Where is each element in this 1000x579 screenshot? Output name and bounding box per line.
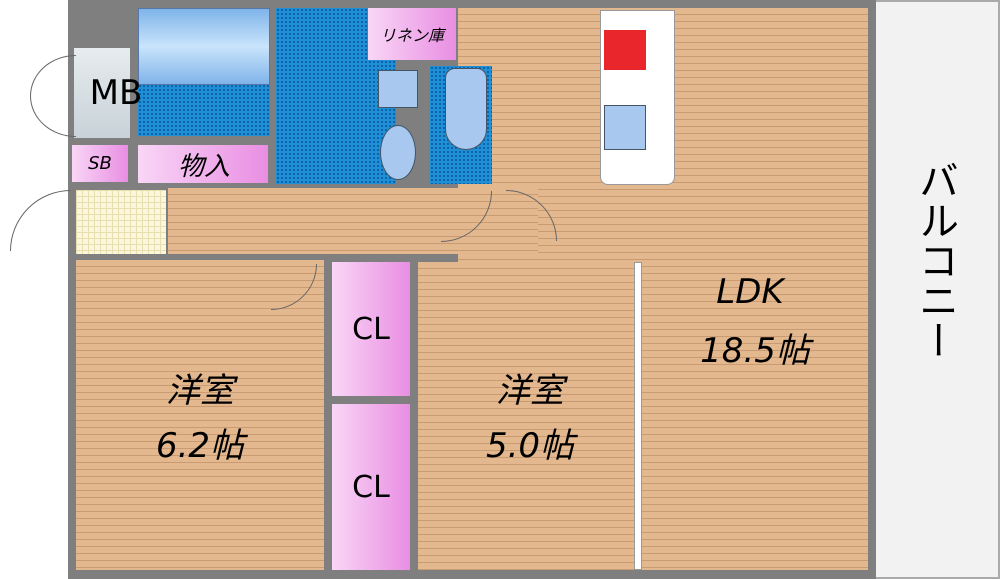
bedroom1-name: 洋室 — [166, 370, 234, 411]
sb — [72, 145, 128, 182]
bedroom1-size: 6.2帖 — [155, 425, 245, 466]
closet-2 — [332, 404, 410, 570]
closet-1-label: CL — [352, 311, 390, 347]
sink — [604, 105, 646, 150]
closet-2-label: CL — [352, 469, 390, 505]
bedroom1-floor — [76, 260, 324, 570]
storage — [138, 145, 268, 183]
bedroom2-name: 洋室 — [496, 370, 564, 411]
linen-closet — [368, 8, 456, 60]
meter-box — [74, 48, 130, 138]
stove — [604, 30, 646, 70]
washing-machine — [378, 70, 418, 108]
ldk-partition — [634, 262, 642, 570]
ldk-name: LDK — [716, 272, 784, 312]
closet-1 — [332, 262, 410, 396]
storage-label: 物入 — [178, 151, 231, 182]
mb-label: MB — [89, 73, 143, 113]
bedroom2-floor — [418, 262, 634, 570]
sb-label: SB — [88, 153, 112, 174]
bedroom2-size: 5.0帖 — [485, 425, 575, 466]
linen-label: リネン庫 — [379, 26, 444, 45]
ldk-size: 18.5帖 — [700, 330, 810, 371]
toilet — [445, 68, 487, 150]
balcony-label: バルコニー — [912, 160, 958, 360]
entrance — [76, 190, 166, 254]
washbasin — [380, 125, 416, 180]
bathtub — [138, 8, 270, 85]
